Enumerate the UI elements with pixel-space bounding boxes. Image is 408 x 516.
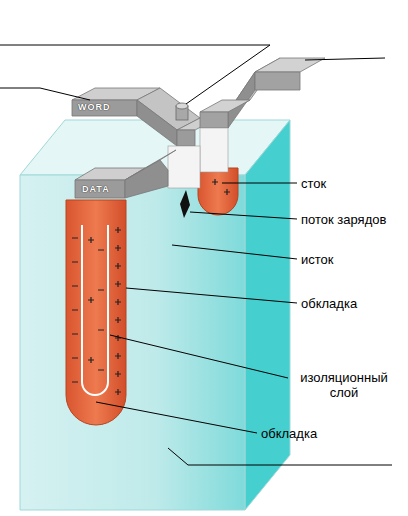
trench-left xyxy=(66,200,126,425)
label-holder: обкладка xyxy=(301,296,357,311)
part-label: изоляционный слой xyxy=(292,370,396,400)
block-front xyxy=(20,175,245,510)
leader-line xyxy=(126,288,297,303)
trench-right xyxy=(198,168,238,215)
leader-line xyxy=(168,448,392,465)
part-label: обкладка xyxy=(261,426,317,441)
vplus-foot-top xyxy=(200,100,250,112)
part-label: исток xyxy=(301,252,334,267)
bar-label: WORD xyxy=(78,102,111,113)
vplus-foot-front xyxy=(200,112,228,128)
word-line-bend-front xyxy=(137,100,177,146)
block-side xyxy=(245,120,290,510)
leader-line xyxy=(305,58,385,60)
leader-line xyxy=(222,183,297,184)
label-holder: DATA xyxy=(82,184,110,195)
bar-label: DATA xyxy=(82,184,110,195)
word-line-end-front xyxy=(177,130,195,146)
leader-line xyxy=(110,335,288,378)
data-line-front xyxy=(75,180,125,198)
part-label: обкладка xyxy=(301,296,357,311)
label-holder: исток xyxy=(301,252,334,267)
label-holder: изоляционный слой xyxy=(292,370,396,400)
label-holder: сток xyxy=(301,176,326,191)
label-holder: обкладка xyxy=(261,426,317,441)
part-label: поток зарядов xyxy=(301,212,386,227)
leader-line xyxy=(0,45,270,104)
part-label: сток xyxy=(301,176,326,191)
label-holder: поток зарядов xyxy=(301,212,386,227)
leader-line xyxy=(172,245,297,259)
charge-flow xyxy=(180,190,190,218)
insulation-line xyxy=(82,225,108,395)
data-line-slope-front xyxy=(125,160,168,198)
label-holder: WORD xyxy=(78,102,111,113)
leader-line xyxy=(96,402,257,433)
vplus-bar-front xyxy=(255,72,300,90)
drain-area xyxy=(200,128,228,172)
word-line-front xyxy=(72,100,137,116)
leader-line xyxy=(190,212,297,219)
leader-line xyxy=(0,88,90,100)
